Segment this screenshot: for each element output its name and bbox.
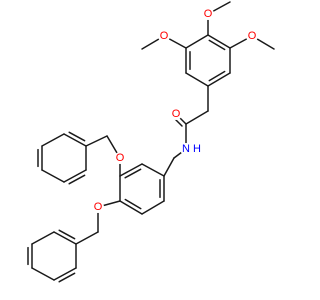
molecule-structure: O O O O N O O H bbox=[27, 1, 275, 283]
methoxy-oxygen-right: O bbox=[248, 30, 257, 42]
benzyloxy-oxygen-lower-background bbox=[92, 201, 104, 213]
methoxy-oxygen-right-background bbox=[246, 30, 258, 42]
bond bbox=[207, 34, 231, 49]
bond bbox=[31, 231, 55, 245]
bond-layer bbox=[27, 1, 275, 283]
atom-label-layer: O O O O N O O H bbox=[92, 8, 258, 213]
methoxy-oxygen-top-background bbox=[202, 8, 214, 20]
bond bbox=[185, 72, 209, 87]
amide-hydrogen: H bbox=[193, 143, 201, 155]
amide-nitrogen-background bbox=[180, 143, 192, 155]
double-bond bbox=[124, 198, 142, 210]
bond bbox=[163, 157, 175, 177]
carbonyl-oxygen-background bbox=[170, 108, 182, 120]
methoxy-oxygen-top: O bbox=[204, 8, 213, 20]
bond bbox=[185, 34, 209, 49]
bond bbox=[75, 231, 99, 245]
bond bbox=[63, 169, 87, 183]
double-bond bbox=[208, 39, 226, 51]
amide-nitrogen: N bbox=[182, 143, 190, 155]
bond bbox=[141, 163, 165, 177]
double-bond bbox=[68, 131, 86, 142]
double-bond bbox=[208, 70, 226, 82]
bond bbox=[41, 169, 65, 183]
double-bond bbox=[124, 168, 142, 179]
bond bbox=[185, 110, 209, 125]
bond bbox=[141, 200, 165, 215]
bond bbox=[119, 163, 143, 177]
bond bbox=[53, 267, 77, 281]
carbonyl-oxygen: O bbox=[172, 108, 181, 120]
bond bbox=[207, 72, 231, 87]
bond bbox=[63, 133, 87, 147]
bond bbox=[119, 200, 143, 215]
double-bond bbox=[58, 272, 76, 283]
methoxy-oxygen-left-background bbox=[158, 30, 170, 42]
bond bbox=[31, 267, 55, 281]
benzyloxy-oxygen-upper: O bbox=[116, 152, 125, 164]
bond bbox=[85, 135, 108, 147]
double-bond bbox=[68, 174, 86, 185]
bond bbox=[53, 231, 77, 245]
benzyloxy-oxygen-upper-background bbox=[114, 152, 126, 164]
methoxy-oxygen-left: O bbox=[160, 30, 169, 42]
double-bond bbox=[58, 229, 76, 240]
bond bbox=[41, 133, 65, 147]
benzyloxy-oxygen-lower: O bbox=[94, 201, 103, 213]
